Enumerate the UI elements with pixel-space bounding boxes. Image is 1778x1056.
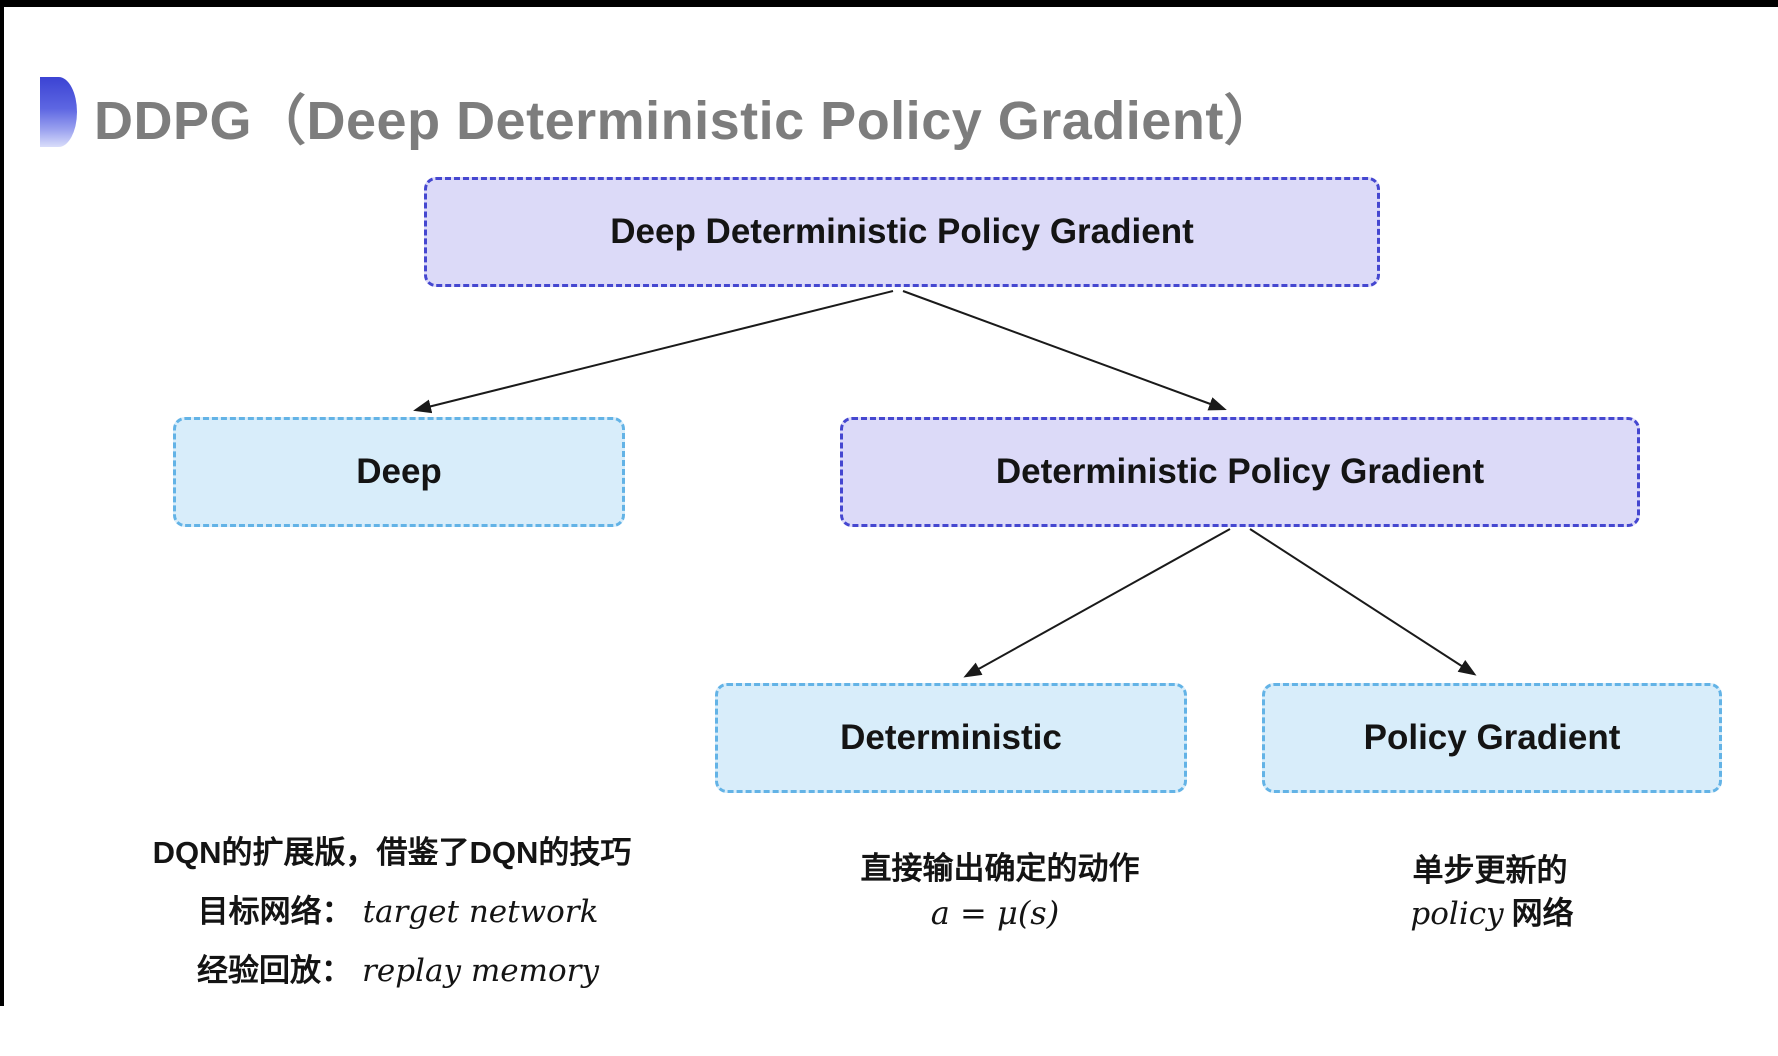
note-text: 单步更新的 bbox=[1412, 853, 1568, 888]
node-label: Deep bbox=[356, 452, 442, 491]
note-text: DQN的扩展版，借鉴了DQN的技巧 bbox=[152, 835, 632, 870]
node-label: Policy Gradient bbox=[1363, 718, 1621, 757]
arrow-dpg-to-deterministic bbox=[963, 528, 1231, 678]
arrow-root-to-deep bbox=[413, 290, 894, 414]
window-top-border bbox=[0, 0, 1778, 7]
window-left-border bbox=[0, 0, 4, 1006]
note-deterministic-formula: a = μ(s) bbox=[931, 893, 1059, 934]
page-title: DDPG（Deep Deterministic Policy Gradient） bbox=[94, 91, 1279, 151]
note-term-en: policy bbox=[1410, 896, 1504, 932]
note-label-zh: 经验回放： bbox=[197, 953, 353, 988]
note-label-zh: 目标网络： bbox=[197, 894, 353, 929]
note-term-en: target network bbox=[362, 894, 599, 930]
node-deep-deterministic-policy-gradient: Deep Deterministic Policy Gradient bbox=[424, 177, 1380, 287]
note-deterministic-line1: 直接输出确定的动作 bbox=[861, 849, 1140, 889]
arrow-root-to-dpg bbox=[902, 290, 1227, 411]
node-deterministic: Deterministic bbox=[715, 683, 1187, 793]
note-deep-line1: DQN的扩展版，借鉴了DQN的技巧 bbox=[153, 833, 632, 873]
node-deterministic-policy-gradient: Deterministic Policy Gradient bbox=[840, 417, 1640, 527]
node-label: Deep Deterministic Policy Gradient bbox=[610, 212, 1194, 251]
note-term-en: replay memory bbox=[362, 953, 599, 989]
note-deep-line2: 目标网络： target network bbox=[198, 892, 599, 932]
arrow-dpg-to-policy-gradient bbox=[1249, 528, 1477, 676]
note-deep-line3: 经验回放： replay memory bbox=[197, 951, 599, 991]
node-label: Deterministic bbox=[840, 718, 1062, 757]
title-bullet-icon bbox=[40, 77, 77, 147]
node-label: Deterministic Policy Gradient bbox=[995, 452, 1485, 491]
note-text: 直接输出确定的动作 bbox=[860, 851, 1140, 886]
formula-text: a = μ(s) bbox=[930, 894, 1060, 932]
note-policy-gradient-line1: 单步更新的 bbox=[1413, 851, 1568, 891]
node-policy-gradient: Policy Gradient bbox=[1262, 683, 1722, 793]
note-suffix-zh: 网络 bbox=[1511, 896, 1574, 931]
node-deep: Deep bbox=[173, 417, 625, 527]
